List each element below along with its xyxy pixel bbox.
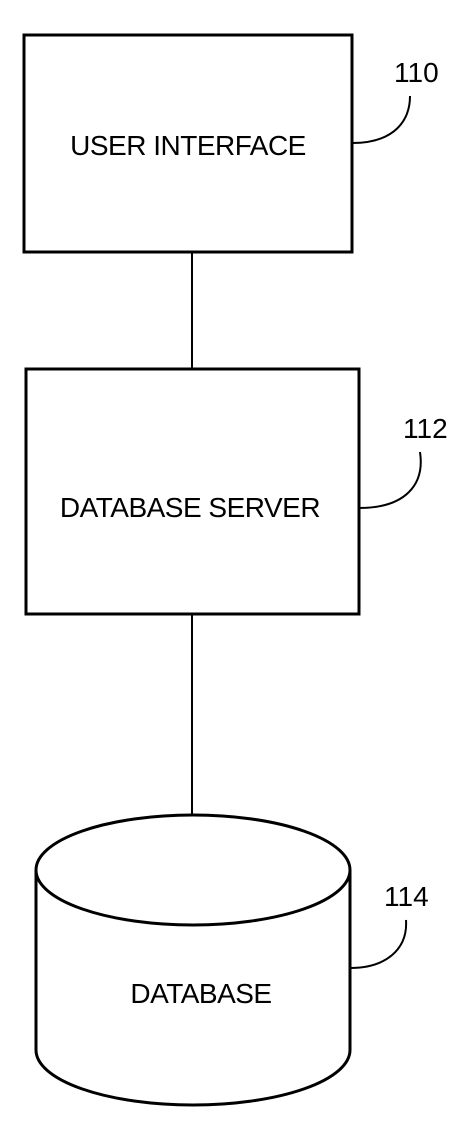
leader-114 bbox=[349, 919, 408, 969]
node-user-interface: USER INTERFACE 110 bbox=[22, 33, 439, 254]
database-server-box bbox=[24, 367, 361, 616]
database-cylinder-top bbox=[34, 813, 352, 927]
leader-110 bbox=[351, 95, 411, 144]
node-database: DATABASE 114 bbox=[34, 813, 429, 1107]
node-database-server: DATABASE SERVER 112 bbox=[24, 367, 448, 616]
database-server-label: DATABASE SERVER bbox=[60, 492, 320, 523]
leader-112 bbox=[358, 451, 422, 509]
ref-label-114: 114 bbox=[384, 881, 429, 912]
ref-label-110: 110 bbox=[394, 57, 439, 88]
ref-label-112: 112 bbox=[403, 413, 448, 444]
database-cylinder-body bbox=[34, 870, 352, 1107]
database-label: DATABASE bbox=[130, 978, 271, 1009]
user-interface-label: USER INTERFACE bbox=[70, 130, 306, 161]
